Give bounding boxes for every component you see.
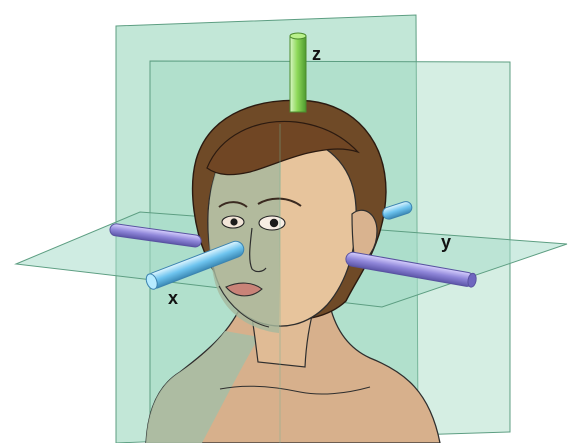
z-axis-rod bbox=[290, 33, 306, 112]
x-axis-label: x bbox=[168, 288, 178, 308]
z-axis-rod-body bbox=[290, 36, 306, 112]
z-axis-label: z bbox=[312, 44, 321, 64]
z-axis-rod-cap bbox=[290, 33, 306, 39]
y-axis-label: y bbox=[441, 232, 451, 252]
pupil-left bbox=[230, 218, 237, 225]
pupil-right bbox=[270, 219, 278, 227]
